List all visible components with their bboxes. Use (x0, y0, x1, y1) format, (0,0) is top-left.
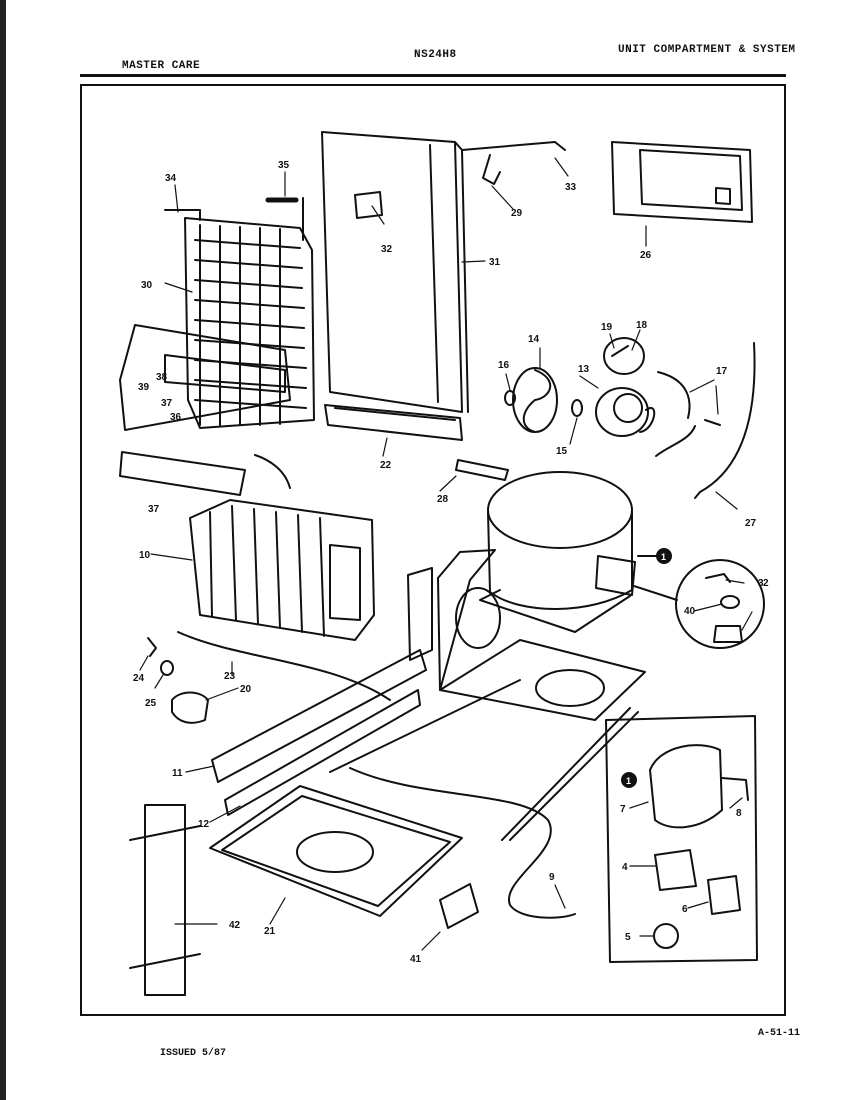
part-label-35: 35 (278, 160, 290, 171)
part-label-30: 30 (141, 280, 153, 291)
diagram-frame (80, 84, 786, 1016)
part-label-2: 2 (763, 578, 769, 589)
part-label-26: 26 (640, 250, 652, 261)
issue-date: ISSUED 5/87 (160, 1048, 227, 1059)
part-label-38: 38 (156, 372, 168, 383)
part-label-12: 12 (198, 819, 210, 830)
back-panel (321, 131, 469, 441)
leader-lines (139, 157, 753, 951)
part-label-8: 8 (736, 808, 742, 819)
fan-motor-assembly (504, 337, 756, 499)
part-label-28: 28 (437, 494, 449, 505)
drain-pan (209, 785, 463, 917)
part-label-32: 32 (381, 244, 393, 255)
small-parts (147, 631, 391, 724)
model-number: NS24H8 (414, 49, 457, 61)
part-label-24: 24 (133, 673, 145, 684)
cover-panel (611, 141, 753, 223)
brand-label: MASTER CARE (122, 60, 201, 72)
part-label-5: 5 (625, 932, 631, 943)
terminal-callout (633, 559, 765, 649)
part-label-36: 36 (170, 412, 182, 423)
part-label-21: 21 (264, 926, 276, 937)
tube-assembly (461, 141, 566, 185)
part-labels: 2 3 4 5 6 7 8 9 10 11 12 13 14 15 16 17 … (133, 160, 769, 965)
callout-marker-inset: 1 (626, 776, 631, 786)
part-label-25: 25 (145, 698, 157, 709)
evaporator-coil (119, 197, 315, 431)
part-label-27: 27 (745, 518, 757, 529)
part-label-7: 7 (620, 804, 626, 815)
part-label-41: 41 (410, 954, 422, 965)
part-label-23: 23 (224, 671, 236, 682)
part-label-14: 14 (528, 334, 540, 345)
mounting-strap (129, 804, 201, 996)
part-label-9: 9 (549, 872, 555, 883)
header-rule (80, 74, 786, 77)
page-reference: A-51-11 (758, 1028, 801, 1039)
power-cord (349, 767, 576, 929)
part-label-19: 19 (601, 322, 613, 333)
part-label-17: 17 (716, 366, 728, 377)
compressor (479, 471, 672, 633)
compressor-base (437, 549, 646, 841)
part-label-13: 13 (578, 364, 590, 375)
part-label-33: 33 (565, 182, 577, 193)
part-label-22: 22 (380, 460, 392, 471)
part-label-15: 15 (556, 446, 568, 457)
part-label-29: 29 (511, 208, 523, 219)
part-label-4: 4 (622, 862, 628, 873)
part-label-34: 34 (165, 173, 177, 184)
part-label-10: 10 (139, 550, 151, 561)
part-label-37: 37 (161, 398, 173, 409)
part-label-18: 18 (636, 320, 648, 331)
part-label-31: 31 (489, 257, 501, 268)
callout-marker-compressor: 1 (661, 552, 666, 562)
part-label-16: 16 (498, 360, 510, 371)
section-title: UNIT COMPARTMENT & SYSTEM (618, 44, 796, 56)
scan-edge (0, 0, 6, 1100)
side-brackets (211, 567, 521, 816)
drier (455, 459, 509, 481)
part-label-3: 3 (758, 578, 764, 589)
part-label-39: 39 (138, 382, 150, 393)
evaporator-rail (119, 451, 291, 496)
part-label-37-rail: 37 (148, 504, 160, 515)
part-label-6: 6 (682, 904, 688, 915)
part-label-20: 20 (240, 684, 252, 695)
condenser (189, 499, 375, 641)
part-label-11: 11 (172, 768, 183, 779)
part-label-40: 40 (684, 606, 696, 617)
relay-inset (605, 715, 758, 963)
part-label-42: 42 (229, 920, 241, 931)
